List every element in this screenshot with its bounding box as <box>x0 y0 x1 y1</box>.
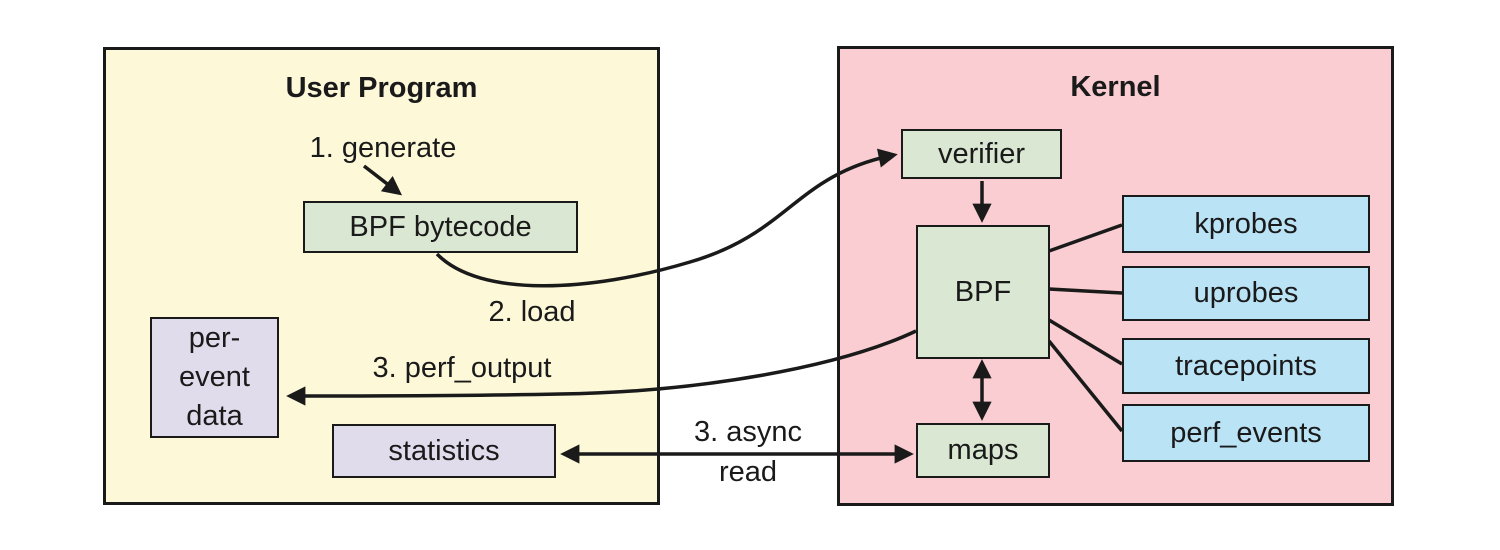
per-event-data-box: per- event data <box>150 317 279 438</box>
step-async-read-line2: read <box>718 456 778 488</box>
kprobes-box: kprobes <box>1122 195 1370 253</box>
step-generate-label: 1. generate <box>309 132 457 164</box>
step-async-read-line1: 3. async <box>694 416 802 448</box>
maps-box: maps <box>916 423 1050 478</box>
step-load-label: 2. load <box>488 296 576 328</box>
verifier-box: verifier <box>901 129 1062 179</box>
user-program-title: User Program <box>285 72 478 104</box>
statistics-box: statistics <box>332 424 556 478</box>
per-event-data-line1: per- <box>188 322 241 354</box>
per-event-data-line2: event <box>179 361 250 393</box>
bpf-bytecode-box: BPF bytecode <box>303 201 578 253</box>
uprobes-box: uprobes <box>1122 266 1370 321</box>
step-perf-output-label: 3. perf_output <box>372 352 552 384</box>
perf-events-box: perf_events <box>1122 404 1370 462</box>
bpf-box: BPF <box>916 225 1050 359</box>
tracepoints-box: tracepoints <box>1122 338 1370 394</box>
step-async-read-label: 3. async read <box>694 412 802 492</box>
per-event-data-line3: data <box>186 400 243 432</box>
kernel-title: Kernel <box>1070 71 1161 103</box>
